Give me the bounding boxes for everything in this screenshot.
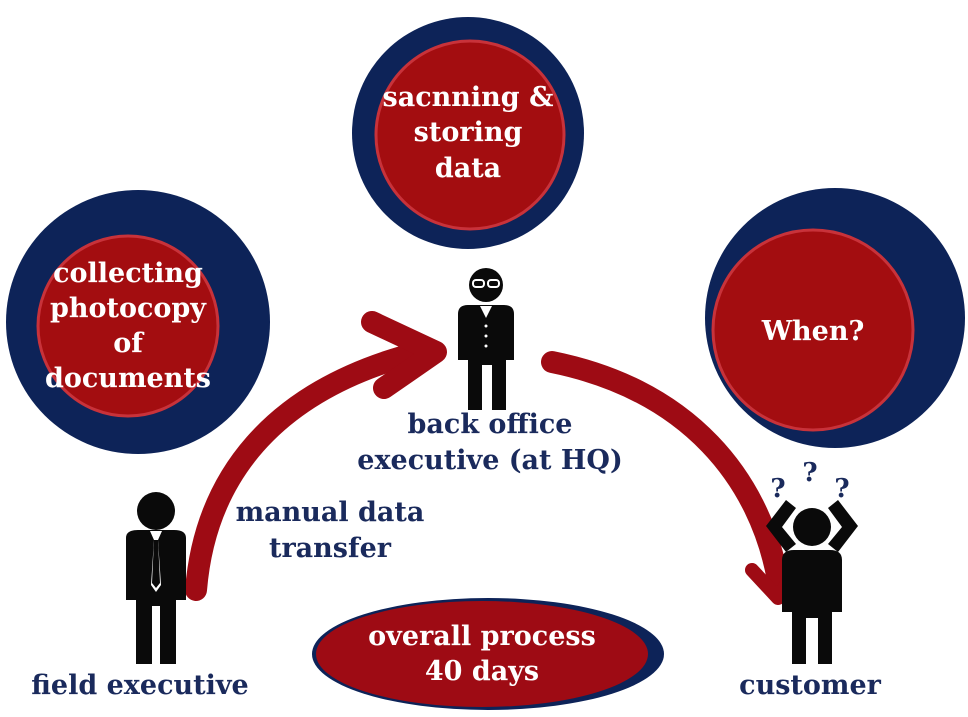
question-mark-middle: ?	[802, 458, 818, 488]
circle-scanning	[352, 17, 584, 249]
back-office-label: back office executive (at HQ)	[357, 409, 623, 477]
process-badge	[312, 598, 664, 710]
field-executive-label: field executive	[31, 670, 249, 701]
field-executive-figure-icon	[126, 492, 186, 664]
circle-when-text: When?	[761, 316, 865, 348]
circle-scanning-text: sacnning & storing data	[382, 82, 554, 184]
customer-figure-icon	[766, 500, 858, 664]
back-office-figure-icon	[458, 268, 514, 410]
circle-collecting	[6, 190, 270, 454]
question-mark-right: ?	[834, 474, 850, 504]
transfer-label: manual data transfer	[235, 497, 425, 565]
arrow-field-to-backoffice	[185, 311, 447, 601]
process-badge-text: overall process 40 days	[368, 620, 596, 687]
circle-collecting-text: collecting photocopy of documents	[44, 257, 211, 395]
question-mark-left: ?	[770, 474, 786, 504]
circle-when	[705, 188, 965, 448]
customer-label: customer	[739, 670, 881, 701]
